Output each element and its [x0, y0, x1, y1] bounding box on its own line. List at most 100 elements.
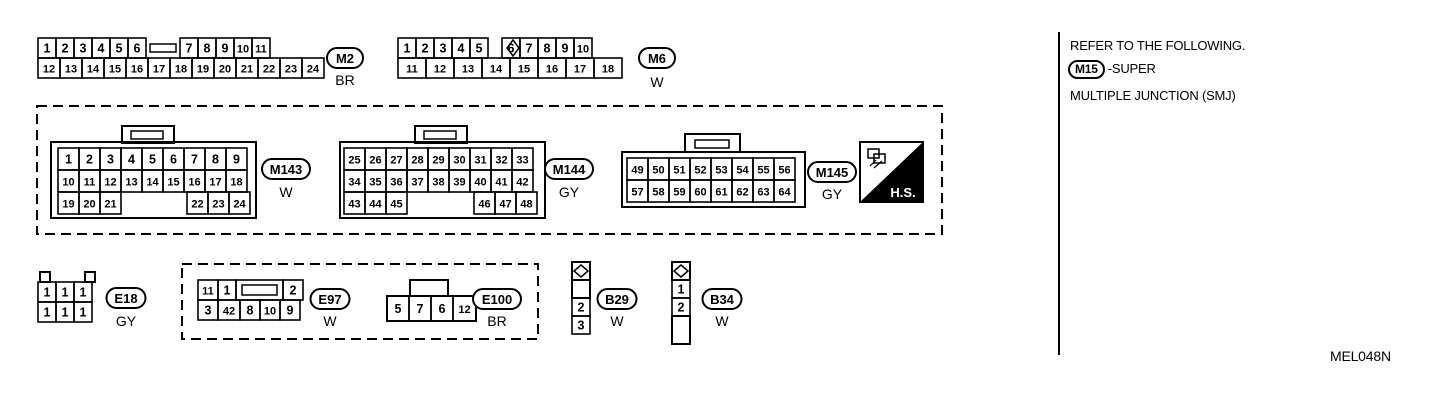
diagram-id: MEL048N — [1330, 348, 1391, 364]
connector-color: BR — [487, 313, 506, 329]
connector-id: B29 — [605, 292, 629, 307]
terminal-number: 9 — [287, 304, 294, 318]
terminal-number: 23 — [285, 64, 297, 76]
m6-diamond-icon — [506, 38, 520, 58]
terminal-cell — [452, 295, 477, 322]
b29-blank-cell — [571, 279, 591, 299]
terminal-cell — [279, 299, 301, 321]
terminal-number: 60 — [694, 187, 706, 199]
terminal-number: 3 — [440, 42, 447, 56]
terminal-number: 53 — [715, 165, 727, 177]
connector-id-badge — [596, 288, 638, 310]
hs-badge: H.S. — [859, 141, 924, 203]
connector-color: W — [323, 313, 337, 329]
terminal-number: 51 — [673, 165, 685, 177]
terminal-number: 23 — [212, 199, 224, 211]
terminal-number: 1 — [80, 286, 87, 300]
note-badge: M15 — [1068, 60, 1105, 79]
m145-lock — [684, 133, 741, 153]
terminal-number: 15 — [109, 64, 121, 76]
terminal-number: 45 — [390, 199, 402, 211]
terminal-number: 31 — [474, 155, 486, 167]
terminal-number: 9 — [233, 153, 240, 167]
terminal-number: 50 — [652, 165, 664, 177]
terminal-number: 3 — [107, 153, 114, 167]
terminal-number: 37 — [411, 177, 423, 189]
connector-id-badge — [701, 288, 743, 310]
terminal-number: 21 — [241, 64, 253, 76]
terminal-number: 5 — [149, 153, 156, 167]
terminal-number: 56 — [778, 165, 790, 177]
connector-color: GY — [116, 313, 137, 329]
terminal-number: 11 — [406, 64, 418, 76]
terminal-number: 33 — [516, 155, 528, 167]
terminal-number: 7 — [526, 42, 533, 56]
e100-lock — [409, 279, 449, 297]
terminal-number: 18 — [602, 64, 614, 76]
connector-id-badge — [105, 287, 147, 309]
terminal-number: 38 — [432, 177, 444, 189]
terminal-number: 11 — [84, 177, 96, 189]
connector-id-badge — [309, 288, 351, 310]
terminal-number: 36 — [390, 177, 402, 189]
terminal-number: 19 — [197, 64, 209, 76]
m145-lock-slot — [694, 139, 730, 149]
terminal-number: 12 — [43, 64, 55, 76]
terminal-number: 2 — [62, 42, 69, 56]
terminal-number: 55 — [757, 165, 769, 177]
terminal-number: 61 — [715, 187, 727, 199]
terminal-number: 2 — [422, 42, 429, 56]
note-line-2-suffix: -SUPER — [1107, 61, 1156, 76]
connector-id-badge — [638, 47, 676, 69]
terminal-number: 10 — [62, 177, 74, 189]
terminal-number: 48 — [520, 199, 532, 211]
terminal-number: 12 — [458, 304, 470, 316]
e18-lock-left — [39, 271, 51, 283]
harness-sheet-icon — [867, 148, 886, 169]
terminal-number: 2 — [290, 284, 297, 298]
terminal-cell — [385, 191, 408, 215]
connector-id: M145 — [816, 165, 849, 180]
terminal-number: 4 — [98, 42, 105, 56]
terminal-number: 5 — [395, 302, 402, 316]
terminal-number: 46 — [478, 199, 490, 211]
connector-id: E97 — [318, 292, 341, 307]
terminal-cell — [671, 297, 691, 317]
terminal-number: 8 — [247, 304, 254, 318]
terminal-number: 1 — [678, 283, 685, 297]
terminal-number: 3 — [205, 304, 212, 318]
hs-label: H.S. — [890, 185, 915, 200]
terminal-number: 3 — [80, 42, 87, 56]
terminal-number: 47 — [499, 199, 511, 211]
terminal-number: 24 — [307, 64, 320, 76]
terminal-number: 17 — [209, 177, 221, 189]
terminal-number: 44 — [369, 199, 382, 211]
terminal-number: 18 — [175, 64, 187, 76]
terminal-number: 62 — [736, 187, 748, 199]
divider-line — [1058, 32, 1060, 355]
terminal-number: 1 — [44, 286, 51, 300]
connector-color: GY — [559, 184, 580, 200]
b29-diamond-icon — [572, 264, 590, 278]
terminal-number: 8 — [204, 42, 211, 56]
note-line-1: REFER TO THE FOLLOWING. — [1070, 38, 1246, 53]
terminal-number: 2 — [578, 301, 585, 315]
terminal-number: 16 — [188, 177, 200, 189]
terminal-number: 7 — [191, 153, 198, 167]
terminal-cell — [301, 57, 325, 79]
terminal-number: 12 — [434, 64, 446, 76]
terminal-number: 4 — [128, 153, 135, 167]
terminal-number: 16 — [546, 64, 558, 76]
connector-id-badge — [807, 161, 857, 183]
terminal-number: 9 — [562, 42, 569, 56]
terminal-number: 19 — [62, 199, 74, 211]
connector-id-badge — [326, 47, 364, 69]
connector-id: M2 — [336, 51, 354, 66]
terminal-number: 13 — [125, 177, 137, 189]
terminal-number: 18 — [230, 177, 242, 189]
terminal-number: 12 — [104, 177, 116, 189]
terminal-number: 26 — [369, 155, 381, 167]
terminal-number: 22 — [263, 64, 275, 76]
terminal-number: 63 — [757, 187, 769, 199]
